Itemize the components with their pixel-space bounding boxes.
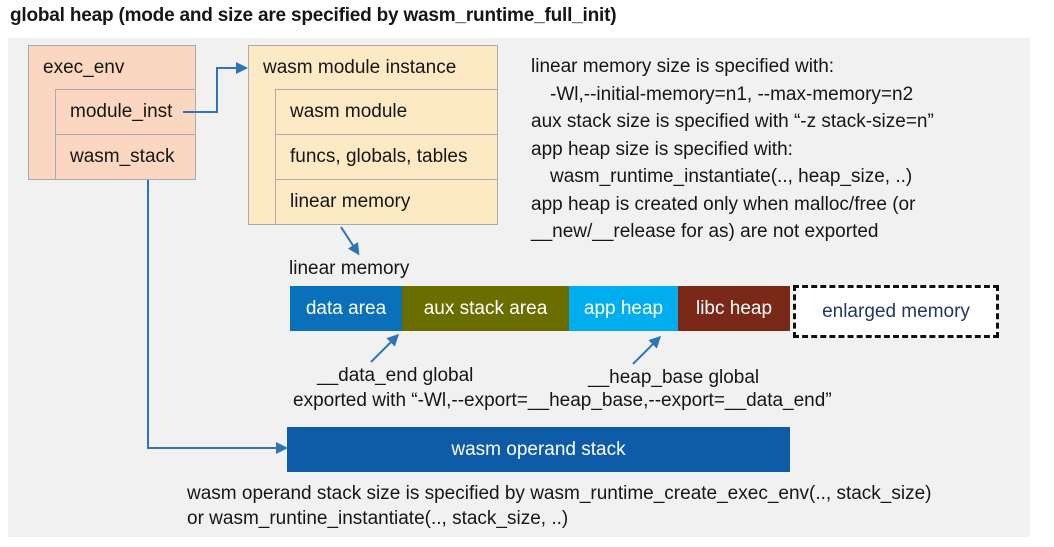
- notes-right: linear memory size is specified with: -W…: [531, 53, 934, 246]
- note-line: or wasm_runtine_instantiate(.., stack_si…: [187, 508, 569, 529]
- exec-env-row-module-inst: module_inst: [55, 89, 196, 135]
- note-line: app heap size is specified with:: [531, 138, 793, 160]
- segment-app-heap: app heap: [569, 286, 678, 331]
- note-line: aux stack size is specified with “-z sta…: [531, 111, 934, 132]
- diagram-title: global heap (mode and size are specified…: [10, 5, 617, 26]
- segment-enlarged-memory: enlarged memory: [793, 285, 999, 338]
- segment-aux-stack-area: aux stack area: [402, 286, 569, 331]
- note-line: wasm operand stack size is specified by …: [187, 483, 932, 504]
- linear-memory-bar: data area aux stack area app heap libc h…: [290, 286, 790, 331]
- wasm-module-instance-header: wasm module instance: [263, 57, 457, 78]
- note-line: -Wl,--initial-memory=n1, --max-memory=n2: [550, 83, 914, 105]
- note-line: app heap is created only when malloc/fre…: [531, 193, 916, 215]
- wasm-operand-stack-bar: wasm operand stack: [287, 427, 790, 472]
- notes-bottom: wasm operand stack size is specified by …: [187, 481, 932, 531]
- heap-base-global-label: __heap_base global: [588, 367, 760, 388]
- instance-row-funcs-globals-tables: funcs, globals, tables: [275, 134, 498, 180]
- note-line: __new/__release for as) are not exported: [531, 221, 879, 242]
- exec-env-header: exec_env: [43, 57, 125, 78]
- data-end-global-label: __data_end global: [317, 365, 474, 386]
- linear-memory-label: linear memory: [289, 258, 410, 279]
- segment-libc-heap: libc heap: [678, 286, 790, 331]
- note-line: linear memory size is specified with:: [531, 56, 835, 77]
- instance-row-linear-memory: linear memory: [275, 179, 498, 225]
- segment-data-area: data area: [290, 286, 402, 331]
- instance-row-wasm-module: wasm module: [275, 89, 498, 135]
- note-line: wasm_runtime_instantiate(.., heap_size, …: [550, 166, 913, 187]
- exec-env-row-wasm-stack: wasm_stack: [55, 134, 196, 180]
- export-flags-line: exported with “-Wl,--export=__heap_base,…: [293, 390, 832, 411]
